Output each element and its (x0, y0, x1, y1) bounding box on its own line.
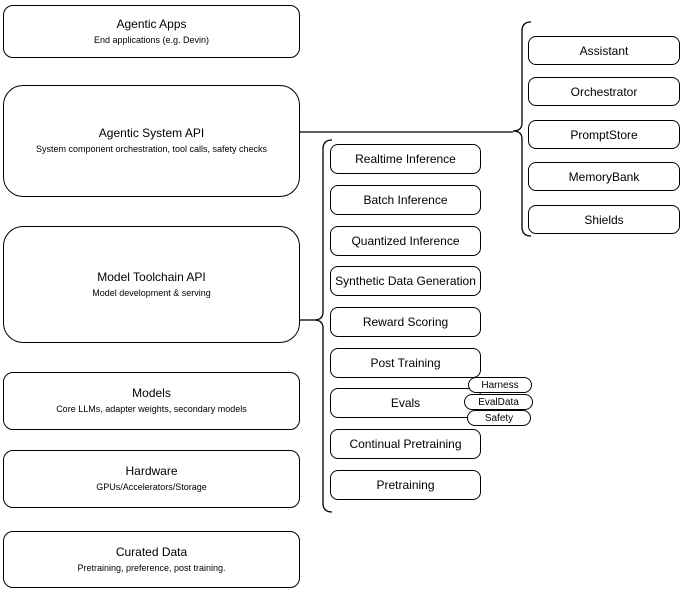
layer-agentic-apps: Agentic Apps End applications (e.g. Devi… (3, 5, 300, 58)
component-label: Shields (584, 212, 624, 227)
layer-hardware: Hardware GPUs/Accelerators/Storage (3, 450, 300, 508)
component-assistant: Assistant (528, 36, 680, 65)
layer-subtitle: Core LLMs, adapter weights, secondary mo… (56, 404, 247, 414)
component-promptstore: PromptStore (528, 120, 680, 149)
toolchain-item-label: Batch Inference (363, 193, 448, 207)
toolchain-item-pretraining: Pretraining (330, 470, 481, 500)
toolchain-item-batch-inference: Batch Inference (330, 185, 481, 215)
component-shields: Shields (528, 205, 680, 234)
layer-title: Models (132, 386, 171, 400)
toolchain-item-label: Realtime Inference (355, 152, 456, 166)
toolchain-item-evals: Evals (330, 388, 481, 418)
evals-tag-harness: Harness (468, 377, 532, 393)
evals-tag-safety: Safety (467, 410, 531, 426)
toolchain-item-reward-scoring: Reward Scoring (330, 307, 481, 337)
toolchain-item-synthetic-data-generation: Synthetic Data Generation (330, 266, 481, 296)
evals-tag-label: Safety (484, 412, 514, 424)
toolchain-item-continual-pretraining: Continual Pretraining (330, 429, 481, 459)
layer-subtitle: End applications (e.g. Devin) (93, 34, 210, 45)
toolchain-item-label: Pretraining (376, 478, 435, 492)
layer-title: Hardware (125, 464, 178, 478)
evals-tag-label: EvalData (478, 396, 519, 408)
brace-toolchain (313, 139, 333, 513)
component-label: Orchestrator (570, 84, 638, 99)
toolchain-item-post-training: Post Training (330, 348, 481, 378)
toolchain-item-label: Quantized Inference (351, 234, 460, 248)
layer-model-toolchain-api: Model Toolchain API Model development & … (3, 226, 300, 343)
layer-title: Agentic Apps (116, 16, 187, 31)
brace-system-components (512, 21, 532, 237)
toolchain-item-label: Evals (390, 396, 421, 410)
layer-subtitle: Model development & serving (92, 287, 211, 298)
toolchain-item-label: Reward Scoring (362, 315, 449, 329)
toolchain-item-label: Synthetic Data Generation (335, 274, 476, 288)
component-memorybank: MemoryBank (528, 162, 680, 191)
layer-title: Curated Data (115, 544, 188, 559)
component-orchestrator: Orchestrator (528, 77, 680, 106)
layer-subtitle: Pretraining, preference, post training. (77, 562, 226, 573)
layer-agentic-system-api: Agentic System API System component orch… (3, 85, 300, 197)
toolchain-item-label: Post Training (370, 356, 441, 370)
evals-tag-label: Harness (481, 379, 519, 391)
layer-subtitle: GPUs/Accelerators/Storage (96, 482, 207, 492)
layer-curated-data: Curated Data Pretraining, preference, po… (3, 531, 300, 588)
layer-subtitle: System component orchestration, tool cal… (35, 144, 268, 154)
evals-tag-evaldata: EvalData (464, 394, 533, 410)
layer-models: Models Core LLMs, adapter weights, secon… (3, 372, 300, 430)
toolchain-item-label: Continual Pretraining (349, 437, 462, 451)
component-label: Assistant (579, 43, 629, 58)
toolchain-item-realtime-inference: Realtime Inference (330, 144, 481, 174)
layer-title: Agentic System API (98, 126, 205, 140)
component-label: PromptStore (570, 127, 638, 142)
toolchain-item-quantized-inference: Quantized Inference (330, 226, 481, 256)
component-label: MemoryBank (568, 169, 640, 184)
layer-title: Model Toolchain API (97, 269, 206, 284)
